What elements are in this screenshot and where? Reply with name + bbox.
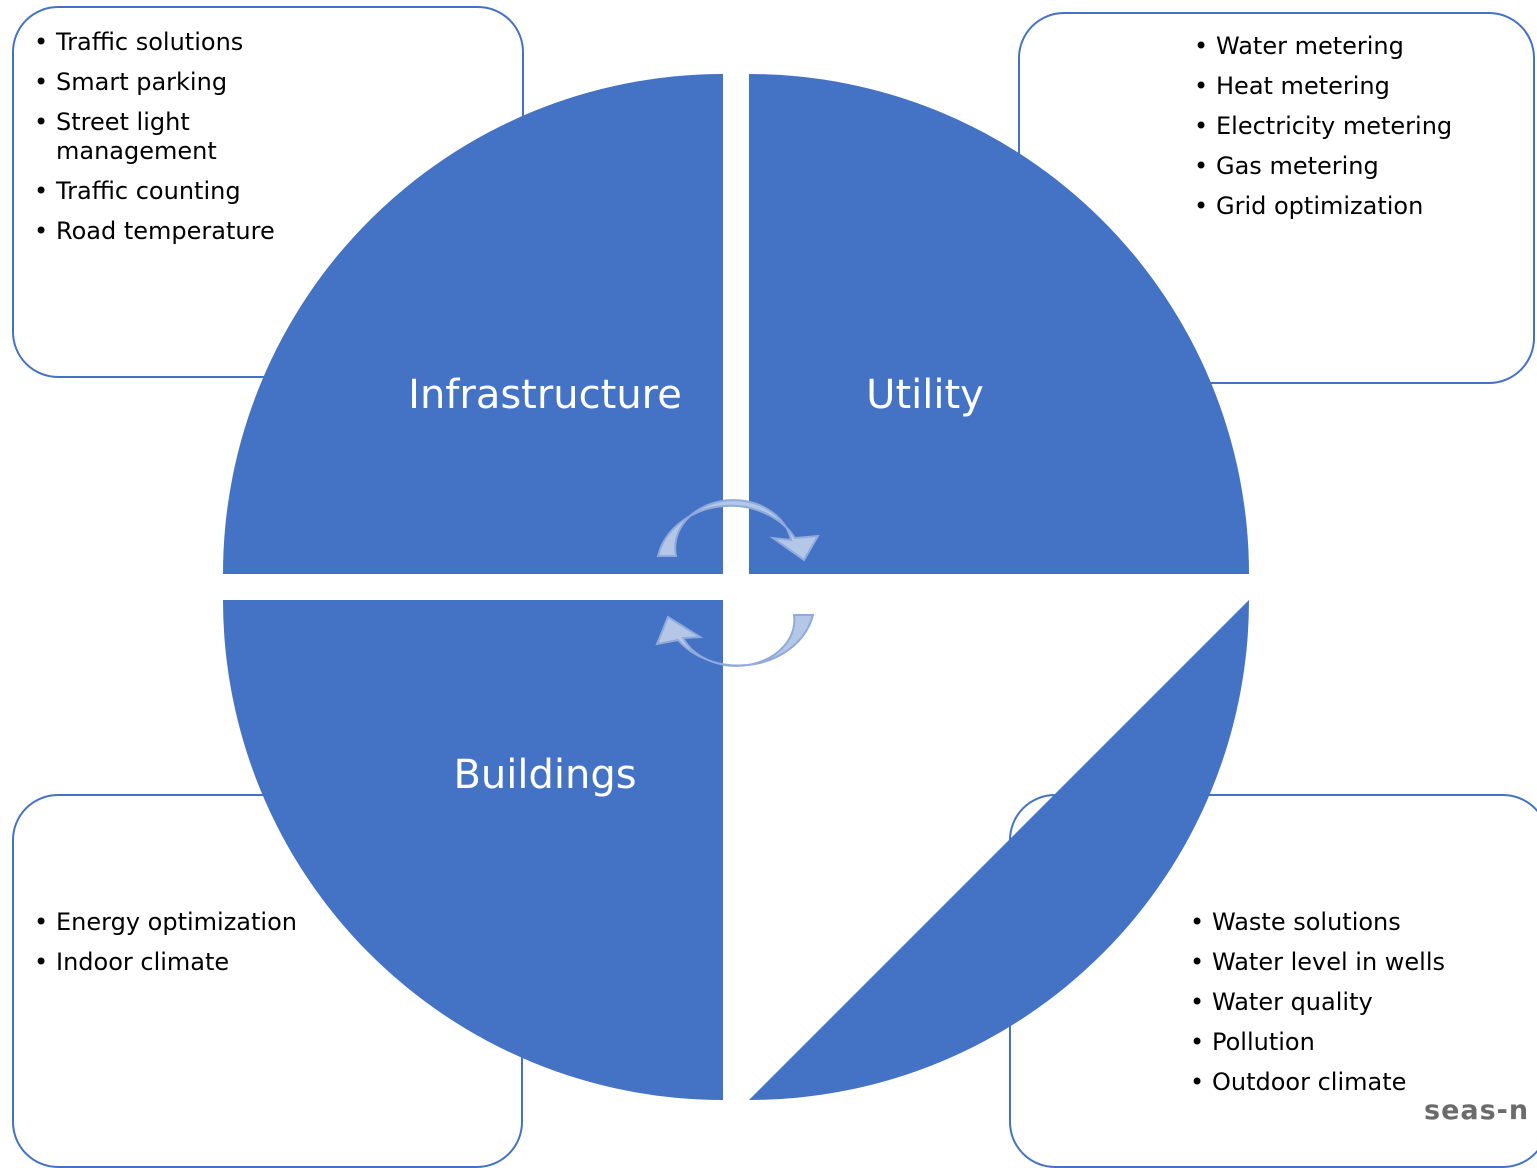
quadrant-utility <box>749 74 1249 574</box>
quadrant-label-line: services <box>842 776 1008 822</box>
list-item: Pollution <box>1190 1028 1520 1057</box>
quadrant-label-technical-services: Technical services <box>760 718 1090 826</box>
list-item: Energy optimization <box>34 908 354 937</box>
quadrant-label-line: Technical <box>833 722 1017 768</box>
quadrant-label-infrastructure: Infrastructure <box>408 372 682 418</box>
list-item: Heat metering <box>1194 72 1524 101</box>
buildings-list: Energy optimization Indoor climate <box>34 908 354 988</box>
list-item: Grid optimization <box>1194 192 1524 221</box>
quadrant-technical-services <box>749 600 1249 1100</box>
curved-arrow-clockwise-bottom-icon <box>655 614 815 667</box>
quadrant-label-buildings: Buildings <box>453 752 637 798</box>
list-item: Outdoor climate <box>1190 1068 1520 1097</box>
list-item: Water metering <box>1194 32 1524 61</box>
list-item: Indoor climate <box>34 948 354 977</box>
quadrant-label-utility: Utility <box>866 372 984 418</box>
list-item: Waste solutions <box>1190 908 1520 937</box>
logo: seas-n <box>1424 1095 1530 1126</box>
list-item: Water quality <box>1190 988 1520 1017</box>
list-item: Road temperature <box>34 217 294 246</box>
infrastructure-list: Traffic solutions Smart parking Street l… <box>34 28 294 257</box>
list-item: Street light management <box>34 108 294 166</box>
list-item: Water level in wells <box>1190 948 1520 977</box>
curved-arrow-clockwise-top-icon <box>656 499 820 562</box>
quadrant-buildings <box>223 600 723 1100</box>
list-item: Traffic counting <box>34 177 294 206</box>
list-item: Electricity metering <box>1194 112 1524 141</box>
list-item: Smart parking <box>34 68 294 97</box>
technical-services-list: Waste solutions Water level in wells Wat… <box>1190 908 1520 1108</box>
quadrant-infrastructure <box>223 74 723 574</box>
list-item: Traffic solutions <box>34 28 294 57</box>
list-item: Gas metering <box>1194 152 1524 181</box>
utility-list: Water metering Heat metering Electricity… <box>1194 32 1524 232</box>
